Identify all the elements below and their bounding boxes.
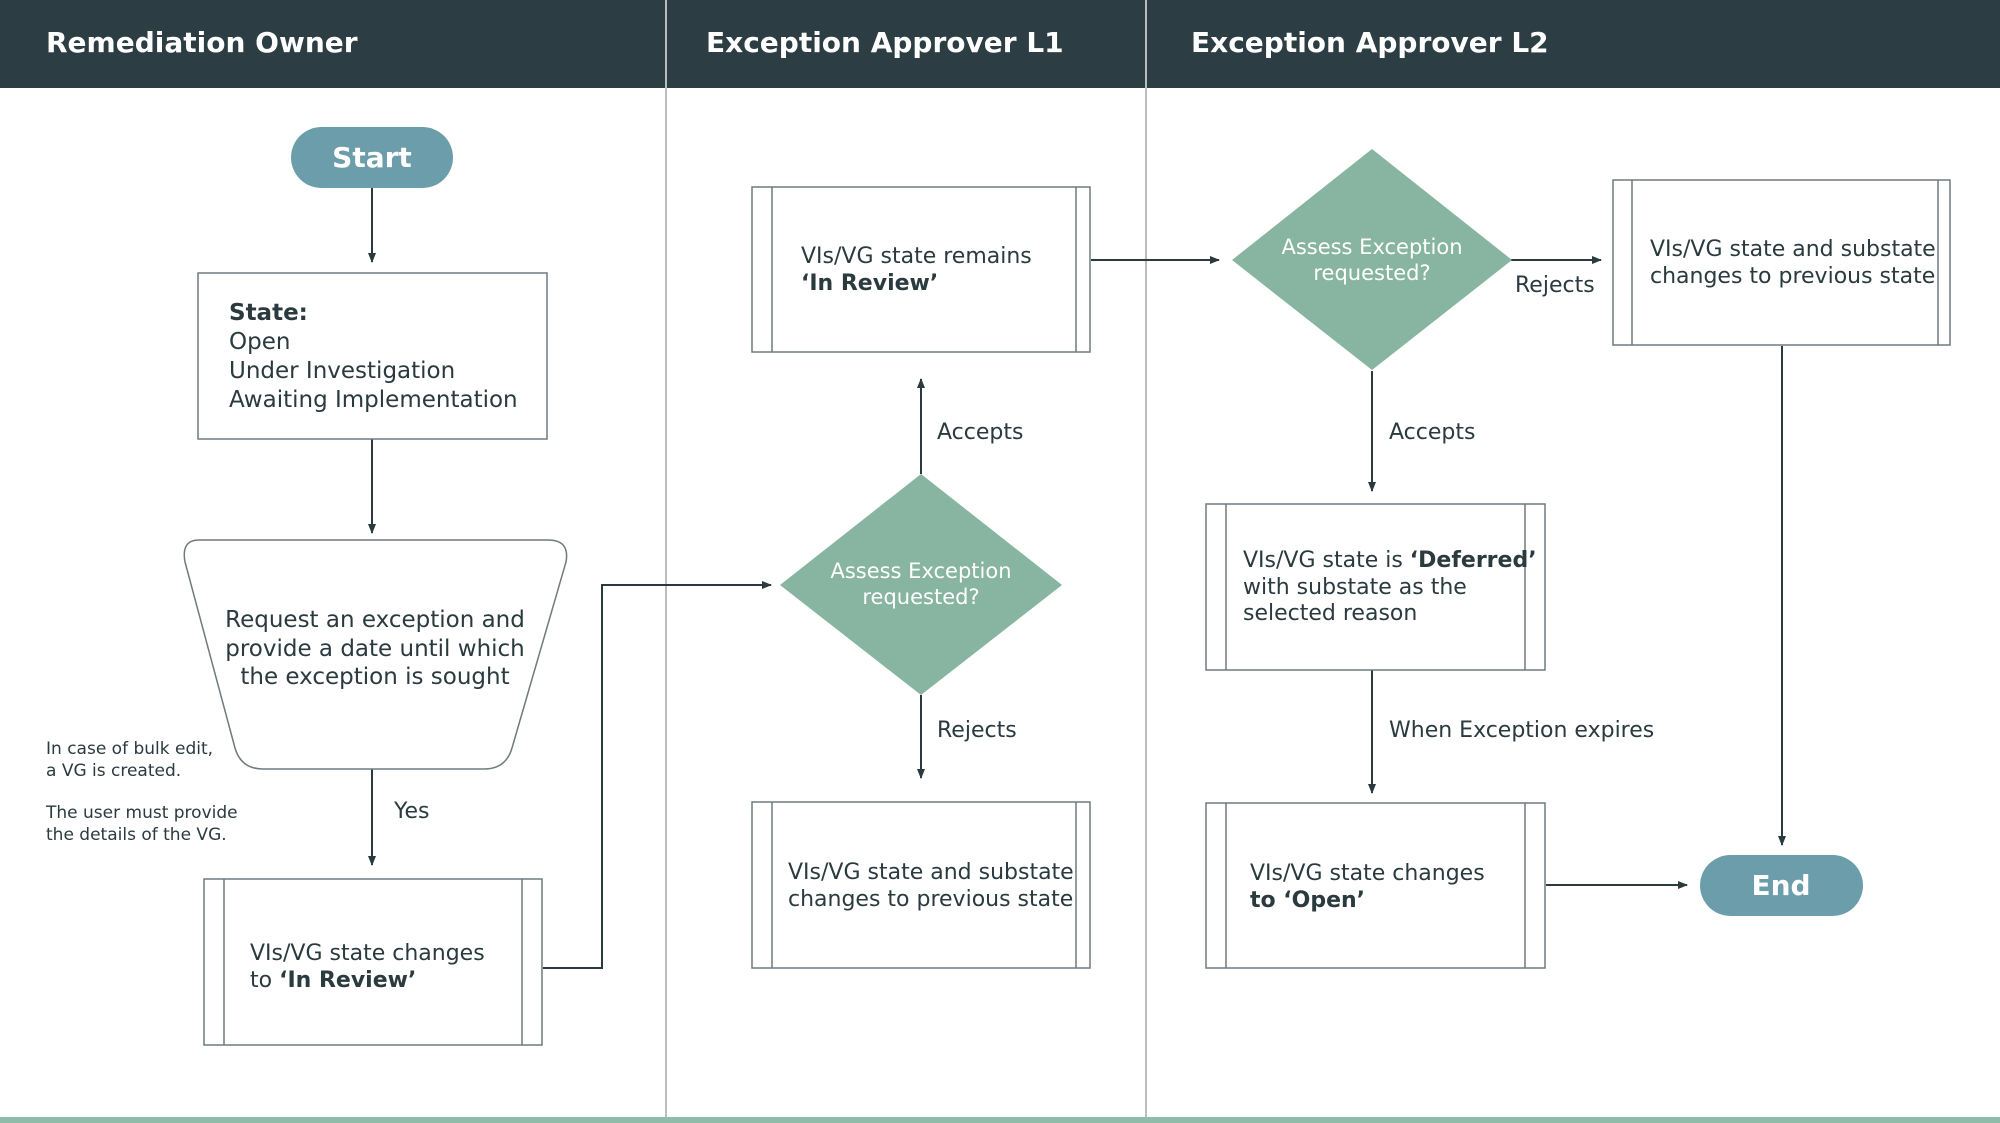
lane-title-approver-l1: Exception Approver L1 [706,26,1064,59]
assess-l2-diamond: Assess Exception requested? [1232,149,1512,370]
svg-text:the details of the VG.: the details of the VG. [46,825,227,845]
svg-text:with substate as the: with substate as the [1243,575,1467,600]
edge-label-l1-accepts: Accepts [937,420,1023,445]
svg-text:selected reason: selected reason [1243,601,1417,626]
lane-title-remediation-owner: Remediation Owner [46,26,358,59]
svg-text:In case of bulk edit,: In case of bulk edit, [46,739,213,759]
svg-text:Under Investigation: Under Investigation [229,358,455,384]
edge-review-to-assess-l1 [543,581,772,969]
svg-text:Awaiting Implementation: Awaiting Implementation [229,387,518,413]
svg-text:Assess Exception: Assess Exception [830,559,1011,583]
start-node: Start [291,127,453,188]
state-box: State: Open Under Investigation Awaiting… [197,272,548,440]
svg-text:State:: State: [229,300,308,326]
svg-text:Start: Start [332,141,412,174]
remains-in-review-box: VIs/VG state remains ‘In Review’ [751,186,1091,353]
svg-text:‘In Review’: ‘In Review’ [801,271,938,296]
edge-label-expires: When Exception expires [1389,718,1654,743]
svg-text:requested?: requested? [862,585,979,609]
header-band [0,0,2000,88]
svg-text:to ‘Open’: to ‘Open’ [1250,888,1365,913]
edge-label-l1-rejects: Rejects [937,718,1017,743]
previous-state-box-l1: VIs/VG state and substate changes to pre… [751,801,1091,969]
svg-text:a VG is created.: a VG is created. [46,761,181,781]
previous-state-box-l2: VIs/VG state and substate changes to pre… [1612,179,1951,346]
svg-text:the exception is sought: the exception is sought [240,664,509,690]
svg-text:requested?: requested? [1313,261,1430,285]
svg-text:VIs/VG state changes: VIs/VG state changes [250,941,485,966]
svg-text:changes to previous state: changes to previous state [788,887,1073,912]
svg-text:VIs/VG state is ‘Deferred’: VIs/VG state is ‘Deferred’ [1243,548,1537,573]
request-exception-node: Request an exception and provide a date … [183,539,568,770]
open-change-box: VIs/VG state changes to ‘Open’ [1205,802,1546,969]
footer-stripe [0,1117,2000,1123]
svg-text:VIs/VG state and substate: VIs/VG state and substate [1650,237,1936,262]
edge-label-yes: Yes [393,799,430,824]
svg-text:changes to previous state: changes to previous state [1650,264,1935,289]
edge-label-l2-rejects: Rejects [1515,273,1595,298]
assess-l1-diamond: Assess Exception requested? [780,474,1062,695]
svg-text:Request an exception and: Request an exception and [225,607,525,633]
deferred-state-box: VIs/VG state is ‘Deferred’ with substate… [1205,503,1546,671]
bulk-edit-note: In case of bulk edit, a VG is created. T… [45,739,238,845]
svg-text:Open: Open [229,329,290,355]
svg-text:VIs/VG state changes: VIs/VG state changes [1250,861,1485,886]
svg-text:provide a date until which: provide a date until which [225,636,525,662]
in-review-change-box: VIs/VG state changes to ‘In Review’ [203,878,543,1046]
svg-text:VIs/VG state and substate: VIs/VG state and substate [788,860,1074,885]
svg-text:to ‘In Review’: to ‘In Review’ [250,968,416,993]
svg-text:The user must provide: The user must provide [45,803,238,823]
svg-text:Assess Exception: Assess Exception [1281,235,1462,259]
edge-label-l2-accepts: Accepts [1389,420,1475,445]
svg-text:VIs/VG state remains: VIs/VG state remains [801,244,1032,269]
lane-title-approver-l2: Exception Approver L2 [1191,26,1549,59]
end-node: End [1700,855,1863,916]
svg-text:End: End [1751,869,1810,902]
